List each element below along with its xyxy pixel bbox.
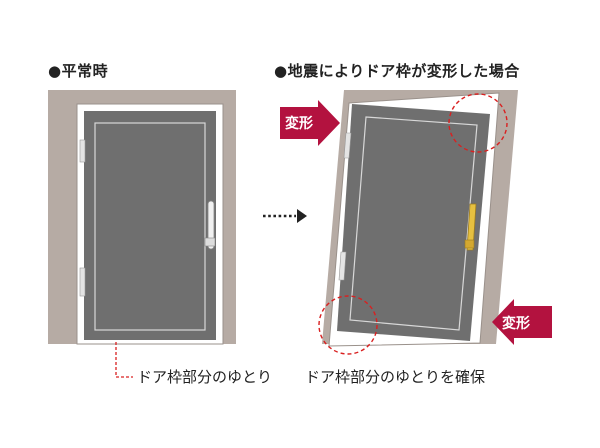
hinge-bottom-left <box>79 267 86 297</box>
deformed-door-illustration <box>318 90 518 355</box>
clearance-circle-bottom <box>318 295 378 355</box>
clearance-circle-top <box>448 93 508 153</box>
normal-door-illustration <box>48 90 236 378</box>
hinge-top-right <box>343 132 352 159</box>
door-panel-left <box>84 111 216 340</box>
caption-clearance-secured: ドア枠部分のゆとりを確保 <box>305 368 486 386</box>
door-inset-right <box>349 116 478 331</box>
clearance-leader-left <box>115 342 133 378</box>
door-handle-right <box>464 203 477 251</box>
deform-badge-bottom-label: 変形 <box>502 315 530 332</box>
transition-arrow <box>263 209 307 223</box>
hinge-top-left <box>79 139 86 163</box>
deform-badge-top-label: 変形 <box>285 115 313 132</box>
deform-badge-bottom: 変形 <box>492 299 552 345</box>
door-inset-left <box>94 122 206 331</box>
hinge-bottom-right <box>338 251 347 281</box>
door-panel-right <box>337 104 490 341</box>
heading-normal: ●平常時 <box>48 62 109 80</box>
heading-earthquake: ●地震によりドア枠が変形した場合 <box>274 62 520 80</box>
caption-clearance: ドア枠部分のゆとり <box>137 368 273 386</box>
door-handle-left <box>204 200 216 250</box>
deform-badge-top: 変形 <box>280 100 340 146</box>
